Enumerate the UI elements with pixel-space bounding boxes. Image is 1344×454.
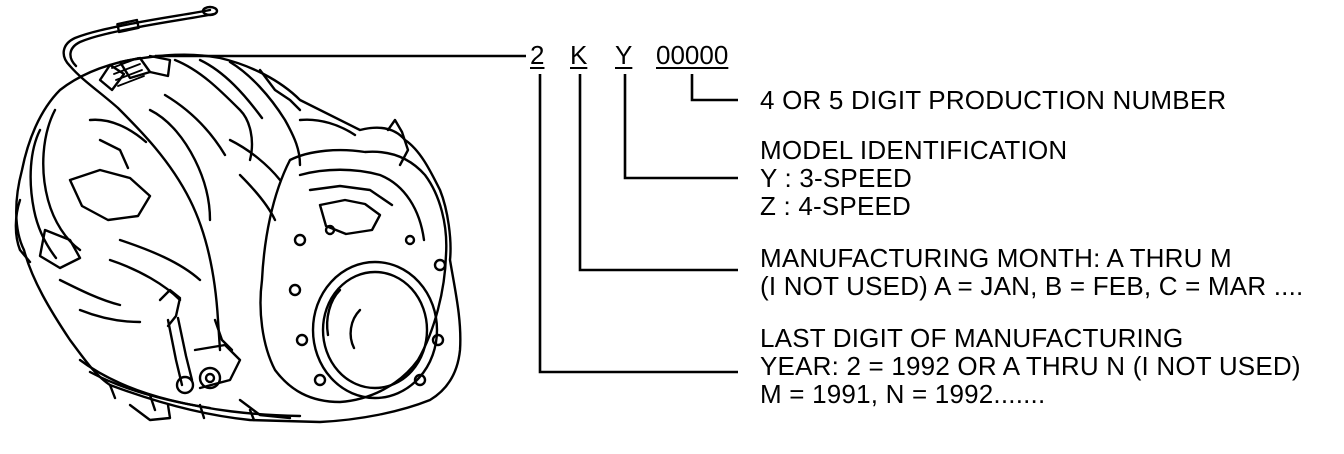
year-line-1: LAST DIGIT OF MANUFACTURING <box>760 323 1184 353</box>
code-model-char: Y <box>615 40 633 70</box>
code-month-char: K <box>570 40 588 70</box>
shift-linkage <box>158 288 242 395</box>
production-line-1: 4 OR 5 DIGIT PRODUCTION NUMBER <box>760 85 1227 115</box>
year-line-2: YEAR: 2 = 1992 OR A THRU N (I NOT USED) <box>760 351 1301 381</box>
code-year-char: 2 <box>530 40 545 70</box>
model-leader <box>623 74 738 180</box>
converter-housing <box>259 148 448 404</box>
transaxle-illustration <box>14 5 462 424</box>
flange-bolts <box>288 224 447 387</box>
month-leader <box>578 74 738 272</box>
model-line-1: MODEL IDENTIFICATION <box>760 135 1068 165</box>
production-description: 4 OR 5 DIGIT PRODUCTION NUMBER <box>760 86 1226 114</box>
year-line-3: M = 1991, N = 1992....... <box>760 379 1046 409</box>
production-leader <box>690 74 738 102</box>
hatched-section <box>111 57 145 87</box>
month-line-1: MANUFACTURING MONTH: A THRU M <box>760 243 1232 273</box>
year-leader <box>538 74 738 374</box>
month-line-2: (I NOT USED) A = JAN, B = FEB, C = MAR .… <box>760 271 1304 301</box>
code-production-digits: 00000 <box>656 40 729 70</box>
month-description: MANUFACTURING MONTH: A THRU M (I NOT USE… <box>760 244 1303 300</box>
leader-lines <box>155 54 738 374</box>
model-line-3: Z : 4-SPEED <box>760 191 912 221</box>
model-description: MODEL IDENTIFICATION Y : 3-SPEED Z : 4-S… <box>760 136 1067 220</box>
year-description: LAST DIGIT OF MANUFACTURING YEAR: 2 = 19… <box>760 324 1301 408</box>
model-line-2: Y : 3-SPEED <box>760 163 913 193</box>
converter-outer-ring <box>311 260 439 400</box>
